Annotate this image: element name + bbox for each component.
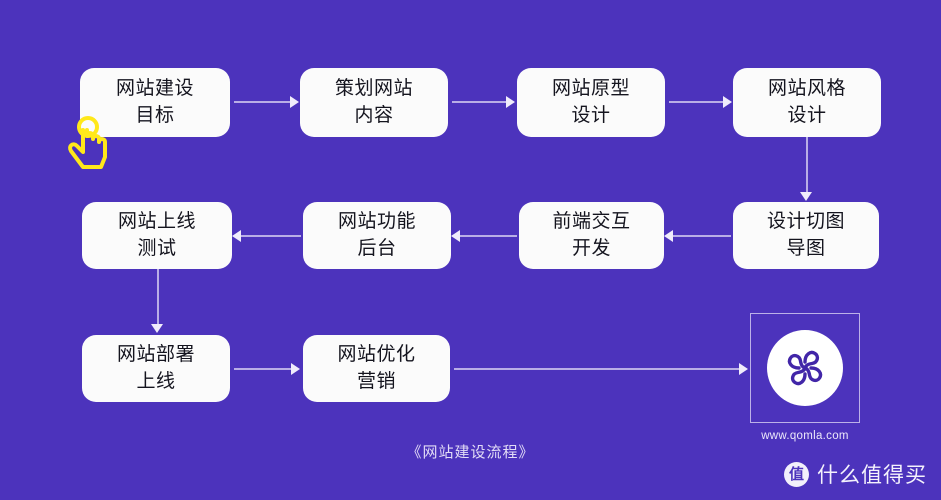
node-line-2: 测试 bbox=[137, 237, 177, 259]
arrowhead-n4-n8 bbox=[800, 192, 812, 201]
connector-n2-n3 bbox=[452, 101, 506, 103]
connector-n3-n4 bbox=[669, 101, 723, 103]
flow-node-prototype-design[interactable]: 网站原型 设计 bbox=[517, 68, 665, 137]
smzdm-label: 什么值得买 bbox=[817, 464, 927, 487]
node-line-2: 设计 bbox=[571, 104, 611, 126]
connector-n4-n8 bbox=[806, 137, 808, 193]
flow-node-deploy-online[interactable]: 网站部署 上线 bbox=[82, 335, 230, 402]
node-line-1: 网站上线 bbox=[117, 210, 196, 232]
brand-logo-panel[interactable] bbox=[750, 313, 860, 423]
node-line-2: 导图 bbox=[786, 237, 826, 259]
node-line-2: 目标 bbox=[135, 104, 175, 126]
flow-node-launch-test[interactable]: 网站上线 测试 bbox=[82, 202, 232, 269]
tap-hand-cursor-icon bbox=[63, 112, 121, 174]
flow-node-backend-features[interactable]: 网站功能 后台 bbox=[303, 202, 451, 269]
node-line-1: 网站功能 bbox=[337, 210, 416, 232]
flow-node-frontend-dev[interactable]: 前端交互 开发 bbox=[519, 202, 664, 269]
node-line-2: 营销 bbox=[356, 370, 396, 392]
smzdm-badge-icon: 值 bbox=[784, 461, 809, 487]
connector-n10-logo bbox=[454, 368, 739, 370]
logo-disc bbox=[767, 330, 843, 406]
connector-n5-n9 bbox=[157, 269, 159, 325]
flow-node-plan-content[interactable]: 策划网站 内容 bbox=[300, 68, 448, 137]
flow-node-style-design[interactable]: 网站风格 设计 bbox=[733, 68, 881, 137]
node-line-1: 网站风格 bbox=[767, 77, 846, 99]
node-line-2: 设计 bbox=[787, 104, 827, 126]
brand-url-label: www.qomla.com bbox=[761, 430, 849, 442]
arrowhead-n9-n10 bbox=[291, 363, 300, 375]
node-line-1: 网站原型 bbox=[551, 77, 630, 99]
flow-node-website-goal[interactable]: 网站建设 目标 bbox=[80, 68, 230, 137]
flow-node-design-slicing[interactable]: 设计切图 导图 bbox=[733, 202, 879, 269]
connector-n9-n10 bbox=[234, 368, 291, 370]
arrowhead-n2-n3 bbox=[506, 96, 515, 108]
connector-n6-n5 bbox=[241, 235, 301, 237]
arrowhead-n6-n5 bbox=[232, 230, 241, 242]
arrowhead-n5-n9 bbox=[151, 324, 163, 333]
node-line-2: 内容 bbox=[354, 104, 394, 126]
node-line-2: 后台 bbox=[357, 237, 397, 259]
node-line-1: 前端交互 bbox=[552, 210, 631, 232]
flow-node-optimize-marketing[interactable]: 网站优化 营销 bbox=[303, 335, 450, 402]
arrowhead-n10-logo bbox=[739, 363, 748, 375]
connector-n7-n6 bbox=[460, 235, 517, 237]
connector-n8-n7 bbox=[673, 235, 731, 237]
node-line-1: 策划网站 bbox=[334, 77, 413, 99]
node-line-2: 开发 bbox=[571, 237, 611, 259]
node-line-1: 网站优化 bbox=[337, 343, 416, 365]
connector-n1-n2 bbox=[234, 101, 290, 103]
arrowhead-n7-n6 bbox=[451, 230, 460, 242]
arrowhead-n8-n7 bbox=[664, 230, 673, 242]
diagram-title: 《网站建设流程》 bbox=[406, 444, 535, 461]
smzdm-watermark: 值 什么值得买 bbox=[784, 459, 927, 489]
arrowhead-n3-n4 bbox=[723, 96, 732, 108]
qomla-clover-icon bbox=[787, 350, 823, 386]
arrowhead-n1-n2 bbox=[290, 96, 299, 108]
node-line-1: 网站建设 bbox=[115, 77, 194, 99]
node-line-1: 网站部署 bbox=[116, 343, 195, 365]
node-line-2: 上线 bbox=[136, 370, 176, 392]
node-line-1: 设计切图 bbox=[766, 210, 845, 232]
